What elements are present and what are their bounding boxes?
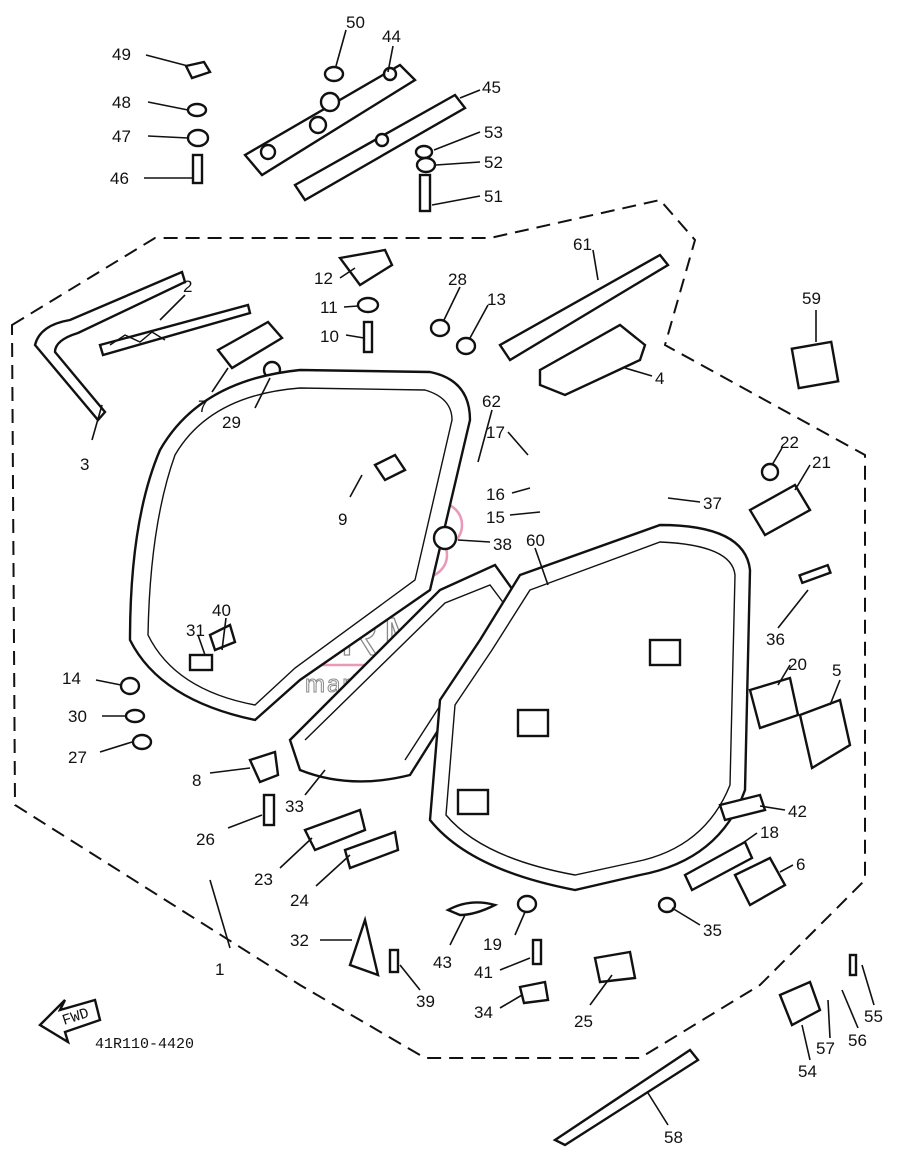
carry-handle [498,253,670,397]
callout-17: 17 [486,423,505,442]
callout-52: 52 [484,153,503,172]
callout-60: 60 [526,531,545,550]
callout-7: 7 [198,397,207,416]
callout-38: 38 [493,535,512,554]
callout-26: 26 [196,830,215,849]
callout-2: 2 [183,277,192,296]
callout-23: 23 [254,870,273,889]
callout-36: 36 [766,630,785,649]
callout-9: 9 [338,510,347,529]
callout-57: 57 [816,1039,835,1058]
callout-54: 54 [798,1062,817,1081]
callout-58: 58 [664,1128,683,1147]
callout-34: 34 [474,1003,493,1022]
callout-6: 6 [796,855,805,874]
callout-30: 30 [68,707,87,726]
callout-3: 3 [80,455,89,474]
callout-49: 49 [112,45,131,64]
callout-39: 39 [416,992,435,1011]
callout-18: 18 [760,823,779,842]
callout-22: 22 [780,433,799,452]
left-hardware [119,623,637,1005]
callout-33: 33 [285,797,304,816]
callout-5: 5 [832,661,841,680]
callout-42: 42 [788,802,807,821]
mounting-bracket [243,63,467,202]
callout-24: 24 [290,891,309,910]
callout-11: 11 [320,298,338,317]
callout-4: 4 [655,369,664,388]
assembly-boundary [10,198,866,1059]
callout-46: 46 [110,169,129,188]
callout-27: 27 [68,748,87,767]
callout-15: 15 [486,508,505,527]
small-hardware-top [184,60,437,213]
reflector-and-fasteners [216,248,477,380]
callout-47: 47 [112,127,131,146]
trim-strip [33,270,252,422]
right-hardware [552,340,858,1147]
callout-25: 25 [574,1012,593,1031]
callout-56: 56 [848,1031,867,1050]
saddlebag-case [428,523,752,892]
callout-59: 59 [802,289,821,308]
forward-direction-arrow: FWD [38,998,102,1045]
callout-55: 55 [864,1007,883,1026]
callout-28: 28 [448,270,467,289]
callout-1: 1 [215,960,224,979]
callout-32: 32 [290,931,309,950]
callout-8: 8 [192,771,201,790]
callout-40: 40 [212,601,231,620]
callout-44: 44 [382,27,401,46]
callout-29: 29 [222,413,241,432]
callout-41: 41 [474,963,493,982]
callout-45: 45 [482,78,501,97]
callout-43: 43 [433,953,452,972]
diagram-code: 41R110-4420 [95,1036,194,1053]
callout-20: 20 [788,655,807,674]
callout-12: 12 [314,269,333,288]
callout-37: 37 [703,494,722,513]
callout-31: 31 [186,621,205,640]
callout-61: 61 [573,235,592,254]
callout-19: 19 [483,935,502,954]
callout-14: 14 [62,669,81,688]
callout-62: 62 [482,392,501,411]
callout-10: 10 [320,327,339,346]
callout-13: 13 [487,290,506,309]
callout-35: 35 [703,921,722,940]
callout-50: 50 [346,13,365,32]
callout-48: 48 [112,93,131,112]
callout-51: 51 [484,187,503,206]
callout-16: 16 [486,485,505,504]
callout-53: 53 [484,123,503,142]
callouts: 1 2 3 4 5 6 7 8 9 10 11 12 13 14 15 16 1… [62,13,883,1147]
callout-21: 21 [812,453,831,472]
